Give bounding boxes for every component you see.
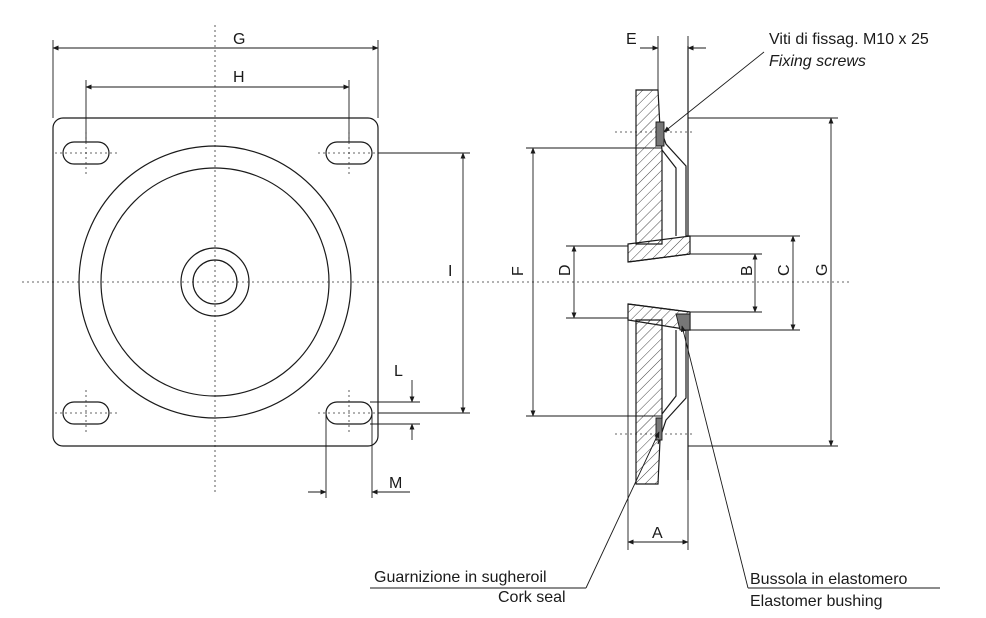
outer-rubber-ring	[78, 145, 352, 419]
dim-label-L: L	[394, 363, 403, 380]
callout-elastomer-bushing: Bussola in elastomero Elastomer bushing	[680, 325, 940, 610]
screw-seal-top	[655, 121, 665, 147]
dim-label-D: D	[557, 264, 574, 276]
mounting-slot-top-right	[318, 132, 382, 174]
callout-cork-seal: Guarnizione in sugheroil Cork seal	[370, 431, 660, 606]
callout-fixing-screws: Viti di fissag. M10 x 25 Fixing screws	[663, 31, 929, 133]
dimension-I: I	[378, 152, 470, 414]
dimension-G-side: G	[688, 117, 838, 447]
dimension-B: B	[690, 253, 762, 313]
dimension-D: D	[557, 245, 628, 319]
hub-outer	[180, 247, 250, 317]
dimension-C: C	[690, 235, 800, 331]
dimension-A: A	[627, 320, 689, 550]
base-plate-section-lower	[635, 319, 663, 485]
front-view	[22, 25, 850, 492]
inner-rubber-ring	[100, 167, 330, 397]
dim-label-I: I	[448, 263, 452, 280]
hub-bore-taper	[627, 253, 691, 313]
base-plate	[52, 117, 379, 447]
callout-fixing-screws-italian: Viti di fissag. M10 x 25	[769, 31, 929, 48]
callout-cork-seal-english: Cork seal	[498, 589, 566, 606]
dimension-M: M	[308, 413, 410, 498]
dimension-H: H	[85, 69, 350, 142]
dimension-F: F	[510, 147, 662, 417]
dim-label-E: E	[626, 31, 637, 48]
base-plate-section	[635, 89, 663, 245]
callout-fixing-screws-english: Fixing screws	[769, 53, 866, 70]
dimension-G-top: G	[52, 31, 379, 118]
dim-label-H: H	[233, 69, 245, 86]
side-section-view	[615, 46, 695, 485]
dimension-E: E	[626, 31, 706, 90]
dim-label-G-side: G	[814, 264, 831, 276]
dim-label-A: A	[652, 525, 663, 542]
mounting-slot-bottom-left	[55, 390, 118, 434]
dim-label-B: B	[739, 265, 756, 276]
dim-label-F: F	[510, 266, 527, 276]
dim-label-M: M	[389, 475, 402, 492]
dim-label-G-top: G	[233, 31, 245, 48]
callout-bushing-english: Elastomer bushing	[750, 593, 883, 610]
callout-cork-seal-italian: Guarnizione in sugheroil	[374, 569, 547, 586]
mounting-slot-top-left	[55, 132, 118, 174]
dimension-L: L	[370, 363, 420, 440]
dim-label-C: C	[776, 264, 793, 276]
hub-bore	[192, 259, 238, 305]
callout-bushing-italian: Bussola in elastomero	[750, 571, 908, 588]
